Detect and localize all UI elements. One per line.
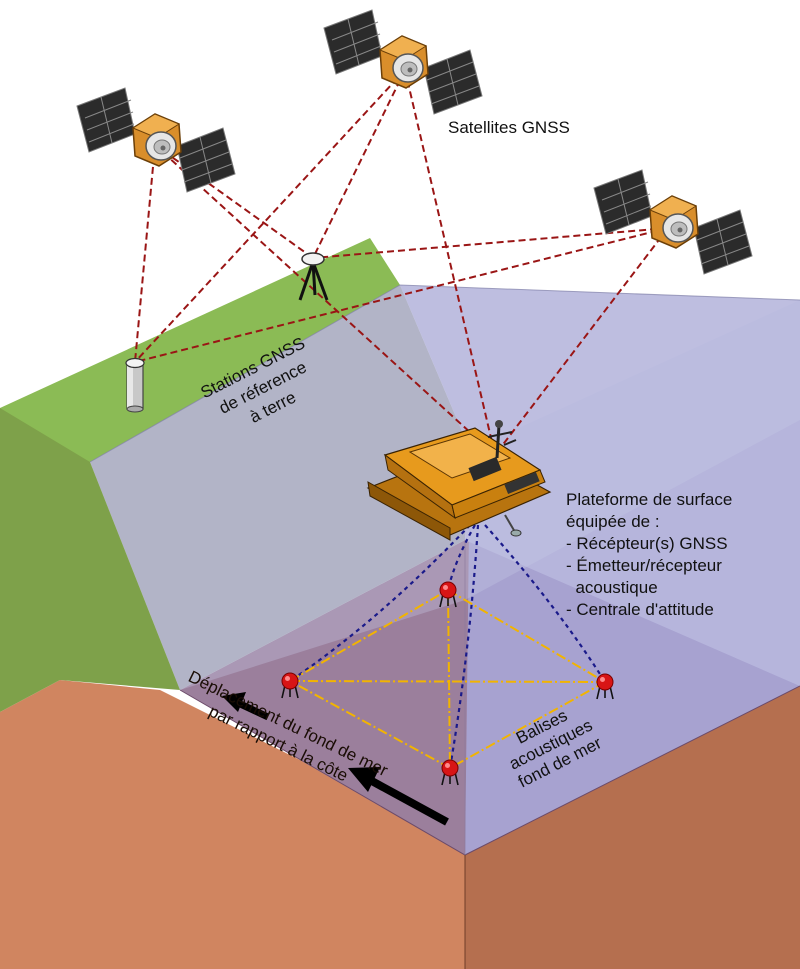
beacon-baselines	[289, 589, 606, 769]
arrow-left-icon	[222, 692, 270, 721]
platform-line: - Centrale d'attitude	[566, 600, 714, 619]
satellites-label: Satellites GNSS	[448, 118, 570, 137]
platform-line: - Récépteur(s) GNSS	[566, 534, 728, 553]
satellite-icon	[75, 86, 237, 194]
surface-platform-icon	[366, 420, 552, 541]
satellite-icon	[592, 168, 754, 276]
platform-label: Plateforme de surface équipée de : - Réc…	[566, 489, 732, 621]
platform-line: acoustique	[566, 578, 658, 597]
sea-water	[400, 285, 800, 686]
arrow-left-icon	[348, 767, 449, 826]
tripod-antenna-icon	[298, 252, 329, 301]
satellite-icon	[322, 8, 484, 116]
terrain-block	[0, 238, 800, 969]
reference-pillar-icon	[125, 357, 145, 413]
platform-line: équipée de :	[566, 512, 660, 531]
platform-line: Plateforme de surface	[566, 490, 733, 509]
coastal-slope	[90, 285, 470, 690]
land-side	[0, 408, 180, 712]
platform-line: - Émetteur/récepteur	[566, 556, 722, 575]
